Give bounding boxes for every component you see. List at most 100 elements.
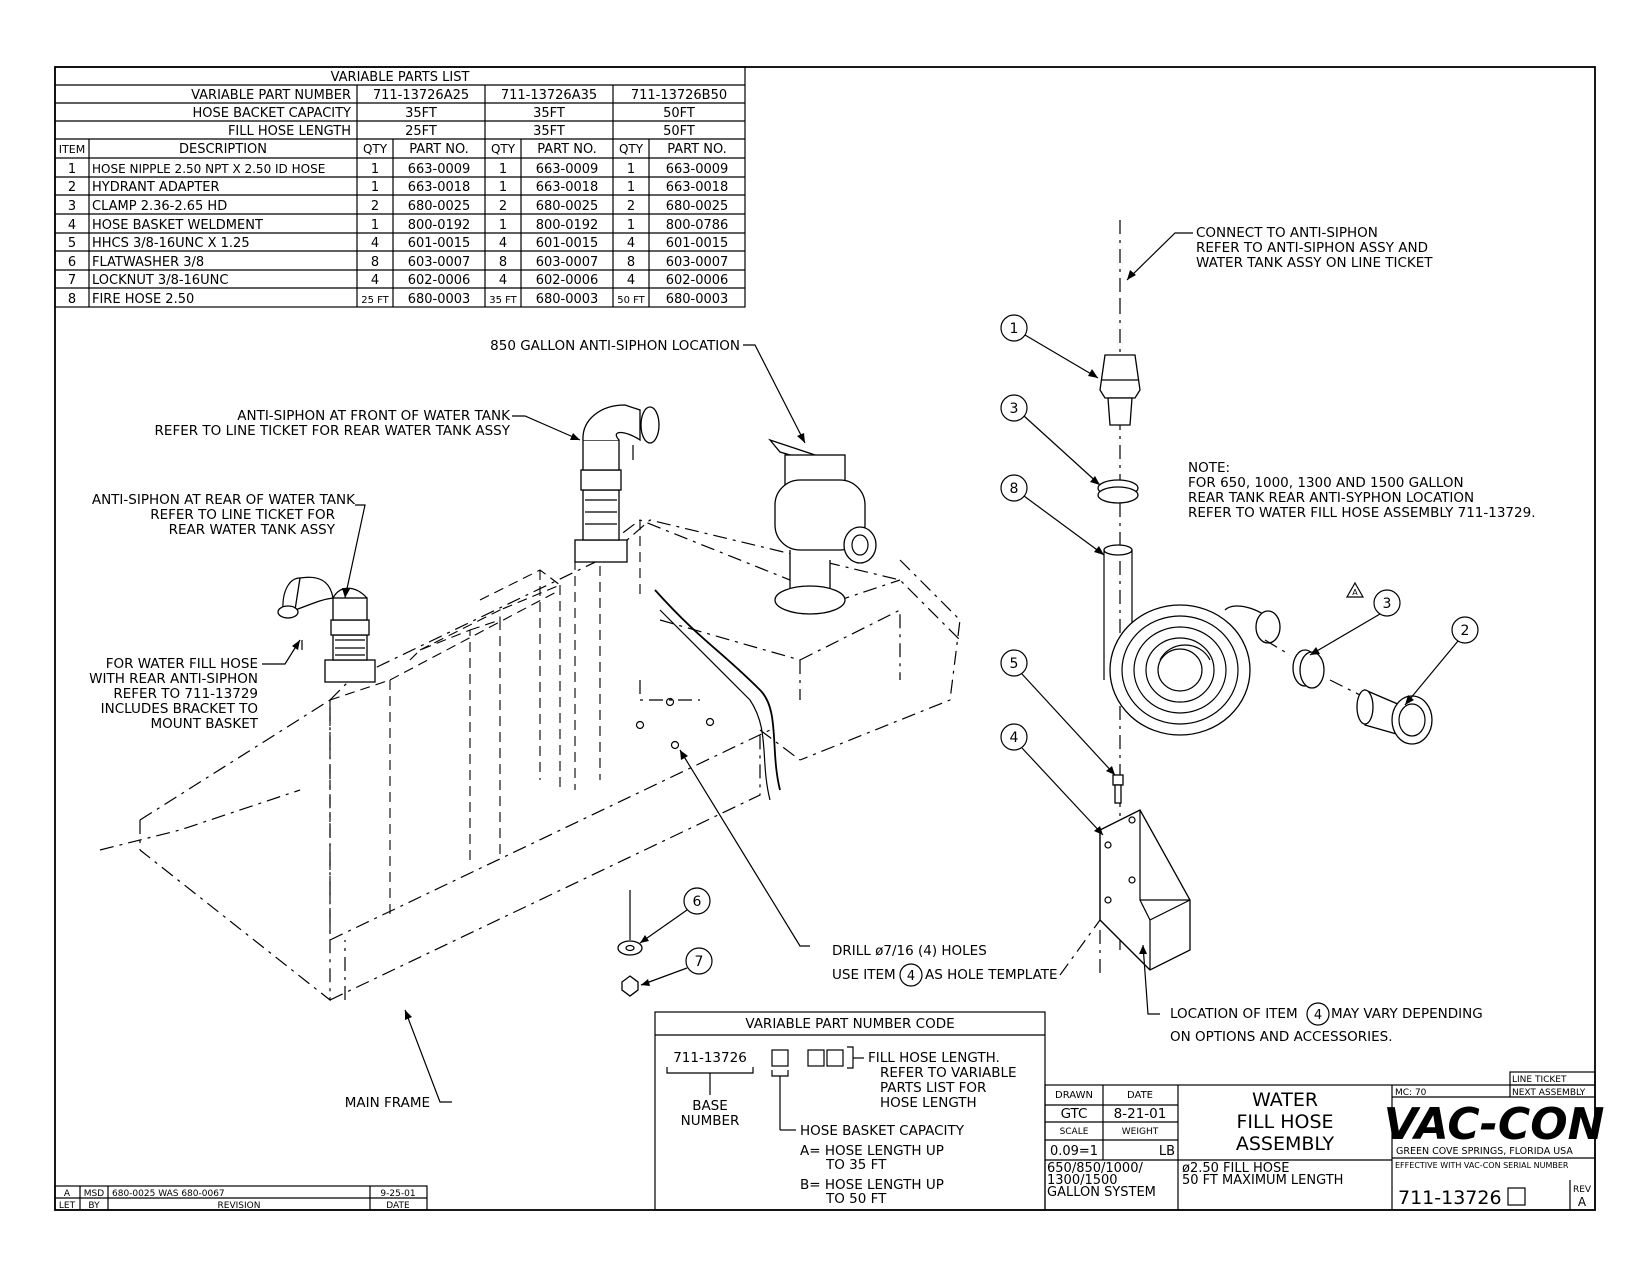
balloon-2-label: 2	[1461, 623, 1470, 639]
cell-desc: HHCS 3/8-16UNC X 1.25	[92, 236, 250, 251]
cell-qty: 50 FT	[617, 295, 645, 306]
balloon-7-label: 7	[695, 954, 704, 970]
anti-siphon-front	[574, 404, 660, 563]
note-fill-line3: REFER TO 711-13729	[113, 686, 258, 702]
cell-qty: 1	[499, 218, 507, 233]
cell-desc: CLAMP 2.36-2.65 HD	[92, 199, 227, 214]
col-description: DESCRIPTION	[179, 142, 267, 157]
col-qty-b: QTY	[491, 142, 516, 156]
cell-part: 663-0018	[666, 180, 729, 195]
note-rear-line3: REAR WATER TANK ASSY	[169, 522, 336, 538]
code-base-label1: BASE	[692, 1098, 728, 1114]
balloon-7	[685, 947, 713, 975]
balloon-4-label: 4	[1010, 730, 1019, 746]
cell-desc: HOSE BASKET WELDMENT	[92, 218, 263, 233]
drawn-label: DRAWN	[1055, 1090, 1093, 1101]
table-row: 7 LOCKNUT 3/8-16UNC 4 602-0006 4 602-000…	[68, 273, 728, 288]
note-fill-line1: FOR WATER FILL HOSE	[106, 656, 258, 672]
title-line1: WATER	[1252, 1089, 1318, 1111]
revision-block: A MSD 680-0025 WAS 680-0067 9-25-01 LET …	[54, 1185, 428, 1211]
hdr-val-2-2: 50FT	[663, 124, 695, 139]
cell-part: 663-0009	[408, 162, 471, 177]
rev-date: 9-25-01	[380, 1189, 415, 1199]
date-value: 8-21-01	[1114, 1106, 1167, 1122]
cell-qty: 8	[499, 255, 507, 270]
note-line2: REAR TANK REAR ANTI-SYPHON LOCATION	[1188, 490, 1474, 506]
cell-qty: 1	[371, 162, 379, 177]
note-line3: REFER TO WATER FILL HOSE ASSEMBLY 711-13…	[1188, 505, 1536, 521]
table-row: 2 HYDRANT ADAPTER 1 663-0018 1 663-0018 …	[68, 180, 728, 195]
weight-unit: LB	[1159, 1144, 1175, 1159]
dwg-variant-box	[1507, 1187, 1526, 1206]
cell-part: 601-0015	[666, 236, 729, 251]
hdr-label-2: FILL HOSE LENGTH	[228, 124, 351, 139]
rev-hdr-let: LET	[59, 1201, 76, 1211]
balloon-3-label: 3	[1010, 401, 1019, 417]
cell-item: 6	[68, 255, 76, 270]
hdr-val-0-0: 711-13726A25	[373, 88, 469, 103]
cell-qty: 1	[627, 180, 635, 195]
cell-part: 680-0025	[536, 199, 599, 214]
hdr-val-2-0: 25FT	[405, 124, 437, 139]
bolt-part	[1112, 774, 1124, 786]
balloon-8	[1000, 474, 1028, 502]
balloon-5-label: 5	[1010, 656, 1019, 672]
balloon-3b	[1373, 589, 1401, 617]
cell-part: 800-0192	[536, 218, 599, 233]
balloon-5	[1000, 649, 1028, 677]
notes-text: CONNECT TO ANTI-SIPHON REFER TO ANTI-SIP…	[89, 225, 1535, 1111]
code-basket-label: HOSE BASKET CAPACITY	[800, 1123, 965, 1139]
note-location-item: 4	[1314, 1008, 1322, 1023]
next-assembly-label: NEXT ASSEMBLY	[1512, 1088, 1586, 1098]
cell-desc: FLATWASHER 3/8	[92, 255, 204, 270]
company-city: GREEN COVE SPRINGS, FLORIDA USA	[1396, 1146, 1573, 1157]
desc-line2: 50 FT MAXIMUM LENGTH	[1182, 1173, 1343, 1188]
hdr-label-0: VARIABLE PART NUMBER	[191, 88, 351, 103]
cell-qty: 1	[627, 162, 635, 177]
cell-part: 601-0015	[536, 236, 599, 251]
balloon-1	[1000, 314, 1028, 342]
code-fill-line2: REFER TO VARIABLE	[880, 1065, 1017, 1081]
flatwasher-part	[617, 940, 643, 956]
system-line3: GALLON SYSTEM	[1047, 1185, 1156, 1200]
cell-part: 602-0006	[536, 273, 599, 288]
rev-label: REV	[1573, 1185, 1592, 1195]
note-connect-line2: REFER TO ANTI-SIPHON ASSY AND	[1196, 240, 1428, 256]
cell-desc: FIRE HOSE 2.50	[92, 292, 194, 307]
cell-qty: 1	[371, 218, 379, 233]
drawing-number: 711-13726	[1398, 1187, 1502, 1209]
note-drill-item: 4	[907, 969, 915, 984]
fire-hose-part	[1103, 544, 1133, 556]
cell-part: 602-0006	[408, 273, 471, 288]
balloons: 1 3 8 3 2 5 4 6	[639, 314, 1479, 986]
hdr-val-0-1: 711-13726A35	[501, 88, 597, 103]
note-leaders	[262, 232, 1193, 1103]
cell-qty: 25 FT	[361, 295, 389, 306]
code-fill-box-1	[807, 1049, 825, 1067]
cell-part: 663-0009	[536, 162, 599, 177]
table-row: 8 FIRE HOSE 2.50 25 FT 680-0003 35 FT 68…	[68, 292, 728, 307]
desc-line1: ø2.50 FILL HOSE	[1182, 1161, 1289, 1176]
cell-qty: 4	[627, 236, 635, 251]
cell-part: 800-0192	[408, 218, 471, 233]
cell-qty: 2	[371, 199, 379, 214]
rev-let: A	[64, 1189, 71, 1199]
cell-desc: HOSE NIPPLE 2.50 NPT X 2.50 ID HOSE	[92, 162, 325, 176]
date-label: DATE	[1127, 1090, 1153, 1101]
line-ticket-label: LINE TICKET	[1512, 1075, 1567, 1085]
cell-desc: HYDRANT ADAPTER	[92, 180, 220, 195]
cell-qty: 1	[627, 218, 635, 233]
cell-part: 663-0009	[666, 162, 729, 177]
hdr-val-1-1: 35FT	[533, 106, 565, 121]
anti-siphon-850	[768, 438, 877, 615]
exploded-assembly: A	[617, 220, 1433, 997]
cell-qty: 1	[371, 180, 379, 195]
cell-item: 4	[68, 218, 76, 233]
code-fill-line3: PARTS LIST FOR	[880, 1080, 986, 1096]
note-drill-line2a: USE ITEM	[832, 967, 896, 983]
cell-item: 5	[68, 236, 76, 251]
rev-hdr-revision: REVISION	[218, 1201, 261, 1211]
parts-list-title: VARIABLE PARTS LIST	[331, 70, 470, 85]
note-850-location: 850 GALLON ANTI-SIPHON LOCATION	[490, 338, 740, 354]
